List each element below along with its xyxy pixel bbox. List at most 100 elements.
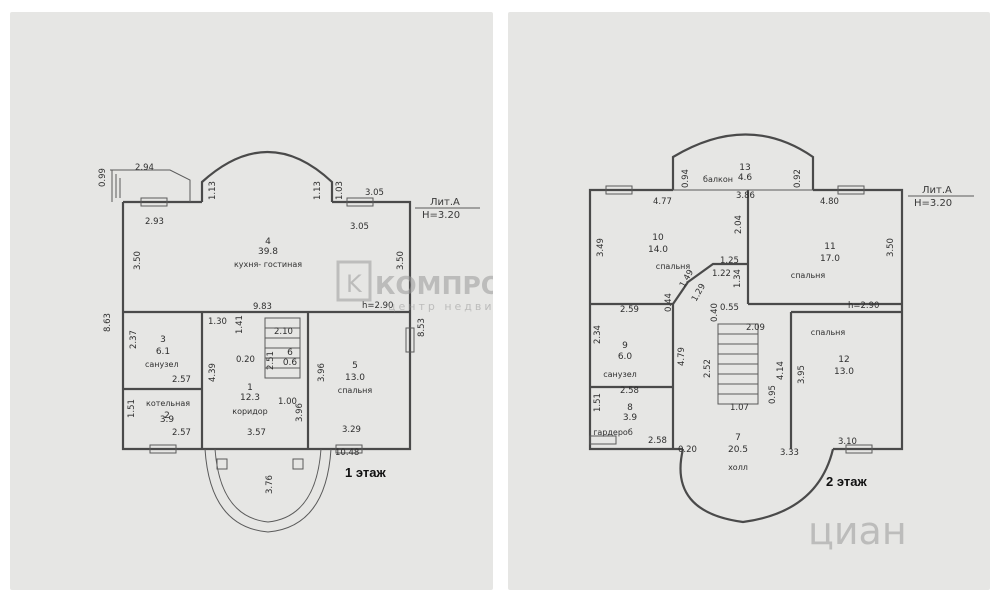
floor-plan-sheet-1: 4 39.8 кухня- гостиная 3 6.1 санузел кот… <box>10 12 493 590</box>
room-9-name: санузел <box>603 370 637 379</box>
dimension: 1.25 <box>720 256 739 266</box>
dimension: 4.79 <box>677 347 687 366</box>
room-1-area: 12.3 <box>240 393 260 403</box>
room-13-num: 13 <box>739 163 750 173</box>
room-3-name: санузел <box>145 360 179 369</box>
dimension: 2.57 <box>172 375 191 385</box>
dimension: 2.51 <box>266 351 276 370</box>
room-1-name: коридор <box>232 407 268 416</box>
room-4-area: 39.8 <box>258 247 278 257</box>
dimension: 2.58 <box>620 386 639 396</box>
dimension: 1.13 <box>208 181 218 200</box>
room-6-num: 6 <box>287 348 293 358</box>
dimension: 3.29 <box>342 425 361 435</box>
dimension: 8.53 <box>417 318 427 337</box>
dimension: 0.20 <box>678 445 697 455</box>
outer-wall <box>588 188 683 451</box>
dimension: 9.83 <box>253 302 272 312</box>
room-12-name: спальня <box>811 328 846 337</box>
dimension: h=2.90 <box>848 301 879 311</box>
ceiling-height: H=3.20 <box>914 198 952 209</box>
watermark-k-icon: K <box>346 270 363 298</box>
dimension: 3.49 <box>596 238 606 257</box>
dimension: 8.63 <box>103 313 113 332</box>
room-11-num: 11 <box>824 242 835 252</box>
window <box>605 185 633 195</box>
room-8-area: 3.9 <box>623 413 638 423</box>
dimension: 2.04 <box>734 215 744 234</box>
dimension: 2.34 <box>593 325 603 344</box>
room-3-area: 6.1 <box>156 347 170 357</box>
dimension: 1.03 <box>335 181 345 200</box>
watermark-logo: K <box>336 260 372 302</box>
dimension: h=2.90 <box>362 301 393 311</box>
bay-window-wall <box>200 151 334 202</box>
room-9-area: 6.0 <box>618 352 633 362</box>
dimension: 3.05 <box>350 222 369 232</box>
dimension: 2.93 <box>145 217 164 227</box>
dimension: 3.50 <box>396 251 406 270</box>
room-7-area: 20.5 <box>728 445 748 455</box>
lit-label: Лит.А <box>430 197 460 208</box>
room-8-num: 8 <box>627 403 633 413</box>
dimension: 0.95 <box>768 385 778 404</box>
dimension: 3.50 <box>886 238 896 257</box>
dimension: 0.44 <box>664 293 674 312</box>
dimension: 2.09 <box>746 323 765 333</box>
room-8-name: гардероб <box>593 428 633 437</box>
room-10-area: 14.0 <box>648 245 668 255</box>
hall-bay-wall <box>679 448 835 524</box>
dimension: 1.30 <box>208 317 227 327</box>
dimension: 10.48 <box>335 448 359 458</box>
floor-plan-2: 13 4.6 балкон 10 14.0 спальня 11 17.0 сп… <box>588 133 974 553</box>
room-2-area: 3.9 <box>160 415 175 425</box>
dimension: 0.55 <box>720 303 739 313</box>
room-4-num: 4 <box>265 237 271 247</box>
outer-wall <box>121 200 412 451</box>
window <box>140 197 168 207</box>
dimension: 0.99 <box>98 168 108 187</box>
entry-steps <box>110 169 191 202</box>
lit-label: Лит.А <box>922 185 952 196</box>
floor-plan-sheet-2: 13 4.6 балкон 10 14.0 спальня 11 17.0 сп… <box>508 12 990 590</box>
room-13-name: балкон <box>703 175 733 184</box>
porch <box>204 448 332 533</box>
room-2-num: 2 <box>164 411 170 421</box>
dimension: 1.22 <box>712 269 731 279</box>
room-12-num: 12 <box>838 355 849 365</box>
dimension: 4.80 <box>820 197 839 207</box>
dimension: 4.77 <box>653 197 672 207</box>
dimension: 1.13 <box>313 181 323 200</box>
dimension: 4.14 <box>776 361 786 380</box>
dimension: 2.94 <box>135 163 154 173</box>
dimension: 1.51 <box>127 399 137 418</box>
dimension: 2.57 <box>172 428 191 438</box>
dimension: 1.29 <box>690 282 708 303</box>
outer-wall <box>813 188 904 451</box>
dimension: 3.05 <box>365 188 384 198</box>
room-10-name: спальня <box>656 262 691 271</box>
room-11-area: 17.0 <box>820 254 840 264</box>
room-13-area: 4.6 <box>738 173 753 183</box>
dimension: 2.59 <box>620 305 639 315</box>
floor-caption-2: 2 этаж <box>826 474 867 489</box>
ceiling-height: H=3.20 <box>422 210 460 221</box>
room-7-num: 7 <box>735 433 741 443</box>
dimension: 1.00 <box>278 397 297 407</box>
dimension: 1.07 <box>730 403 749 413</box>
dimension: 2.37 <box>129 330 139 349</box>
room-12-area: 13.0 <box>834 367 854 377</box>
floor-plan-1: 4 39.8 кухня- гостиная 3 6.1 санузел кот… <box>98 151 493 533</box>
room-3-num: 3 <box>160 335 166 345</box>
dimension: 0.92 <box>793 169 803 188</box>
room-5-name: спальня <box>338 386 373 395</box>
dimension: 0.40 <box>710 303 720 322</box>
room-4-name: кухня- гостиная <box>234 260 302 269</box>
dimension: 1.41 <box>235 315 245 334</box>
dimension: 2.10 <box>274 327 293 337</box>
dimension: 0.20 <box>236 355 255 365</box>
dimension: 3.33 <box>780 448 799 458</box>
watermark-corner: циан <box>808 509 907 553</box>
watermark-brand: КОМПРОМИСС <box>375 271 493 300</box>
room-1-num: 1 <box>247 383 253 393</box>
